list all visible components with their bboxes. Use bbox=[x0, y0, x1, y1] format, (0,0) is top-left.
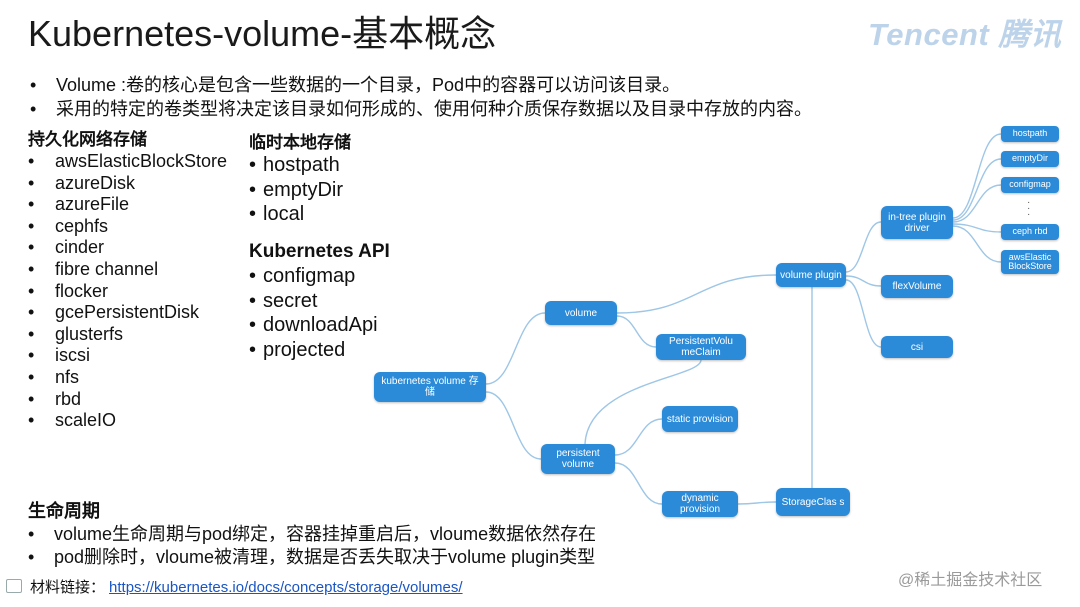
list-item: •glusterfs bbox=[28, 323, 124, 344]
node-hostpath: hostpath bbox=[1001, 126, 1059, 142]
list-item: •iscsi bbox=[28, 345, 90, 366]
api-heading: Kubernetes API bbox=[249, 241, 390, 262]
page-title: Kubernetes-volume-基本概念 bbox=[28, 13, 497, 54]
node-flexvolume: flexVolume bbox=[881, 275, 953, 298]
list-item: •azureDisk bbox=[28, 172, 136, 193]
list-item: •volume生命周期与pod绑定，容器挂掉重启后，vloume数据依然存在 bbox=[28, 524, 597, 544]
node-configmap: configmap bbox=[1001, 177, 1059, 193]
node-emptydir: emptyDir bbox=[1001, 151, 1059, 167]
node-csi: csi bbox=[881, 336, 953, 358]
list-item: •rbd bbox=[28, 388, 82, 409]
list-item: •flocker bbox=[28, 280, 109, 301]
node-storageclass: StorageClas s bbox=[776, 488, 850, 516]
list-item: •configmap bbox=[249, 265, 356, 287]
footer: 材料链接：https://kubernetes.io/docs/concepts… bbox=[6, 578, 463, 598]
edge-intree-awselastic bbox=[952, 225, 1002, 263]
list-item: •azureFile bbox=[28, 194, 130, 215]
ephemeral-heading: 临时本地存储 bbox=[249, 133, 351, 152]
node-static-provision: static provision bbox=[662, 406, 738, 432]
node-volume-plugin: volume plugin bbox=[776, 263, 846, 287]
list-item: •fibre channel bbox=[28, 258, 159, 279]
lifecycle-heading: 生命周期 bbox=[28, 501, 100, 521]
persistent-list: •awsElasticBlockStore •azureDisk •azureF… bbox=[28, 151, 227, 432]
list-item: •cephfs bbox=[28, 215, 109, 236]
node-volume: volume bbox=[545, 301, 617, 325]
list-item: •gcePersistentDisk bbox=[28, 302, 200, 323]
list-item: •downloadApi bbox=[249, 314, 378, 336]
persistent-heading: 持久化网络存储 bbox=[28, 130, 147, 149]
edge-intree-hostpath bbox=[952, 133, 1002, 219]
edge-plugin-flex bbox=[845, 275, 882, 287]
list-item: •hostpath bbox=[249, 154, 340, 176]
node-awselastic-blockstore: awsElastic BlockStore bbox=[1001, 250, 1059, 274]
list-item: •scaleIO bbox=[28, 410, 117, 431]
list-item: •secret bbox=[249, 289, 318, 312]
intro-bullet-1: •Volume :卷的核心是包含一些数据的一个目录，Pod中的容器可以访问该目录… bbox=[30, 75, 681, 95]
edge-volume-plugin bbox=[616, 274, 777, 314]
edge-root-persistent bbox=[485, 391, 542, 460]
document-icon bbox=[6, 579, 22, 593]
list-item: •cinder bbox=[28, 237, 105, 258]
node-dynamic-provision: dynamic provision bbox=[662, 491, 738, 517]
list-item: •local bbox=[249, 203, 305, 225]
list-item: •emptyDir bbox=[249, 178, 344, 201]
edge-pv-dynamic bbox=[614, 462, 663, 505]
edge-dynamic-storageclass bbox=[737, 501, 777, 505]
footer-link[interactable]: https://kubernetes.io/docs/concepts/stor… bbox=[109, 579, 463, 596]
list-item: •projected bbox=[249, 338, 346, 361]
node-root: kubernetes volume 存储 bbox=[374, 372, 486, 402]
list-item: •pod删除时，vloume被清理，数据是否丢失取决于volume plugin… bbox=[28, 547, 596, 567]
node-ceph-rbd: ceph rbd bbox=[1001, 224, 1059, 240]
edge-intree-configmap bbox=[952, 184, 1002, 223]
watermark: @稀土掘金技术社区 bbox=[898, 572, 1043, 589]
lifecycle-list: •volume生命周期与pod绑定，容器挂掉重启后，vloume数据依然存在 •… bbox=[28, 523, 596, 569]
list-item: •nfs bbox=[28, 366, 80, 387]
node-intree-plugin-driver: in-tree plugin driver bbox=[881, 206, 953, 239]
node-pvc: PersistentVolu meClaim bbox=[656, 334, 746, 360]
edge-root-volume bbox=[485, 312, 546, 385]
list-item: •awsElasticBlockStore bbox=[28, 151, 228, 171]
edge-plugin-csi bbox=[845, 279, 882, 348]
footer-label: 材料链接： bbox=[30, 579, 106, 596]
edge-pv-static bbox=[614, 418, 663, 456]
edge-intree-cephrbd bbox=[952, 223, 1002, 233]
api-list: •configmap •secret •downloadApi •project… bbox=[249, 264, 378, 362]
ephemeral-list: •hostpath •emptyDir •local bbox=[249, 153, 343, 227]
edge-plugin-intree bbox=[845, 221, 882, 273]
edge-intree-emptydir bbox=[952, 158, 1002, 221]
more-dots: ··· bbox=[1027, 197, 1031, 220]
tencent-logo: Tencent 腾讯 bbox=[868, 17, 1062, 52]
intro-bullet-2: •采用的特定的卷类型将决定该目录如何形成的、使用何种介质保存数据以及目录中存放的… bbox=[30, 99, 812, 119]
edge-volume-pvc bbox=[616, 315, 657, 348]
node-persistent-volume: persistent volume bbox=[541, 444, 615, 474]
